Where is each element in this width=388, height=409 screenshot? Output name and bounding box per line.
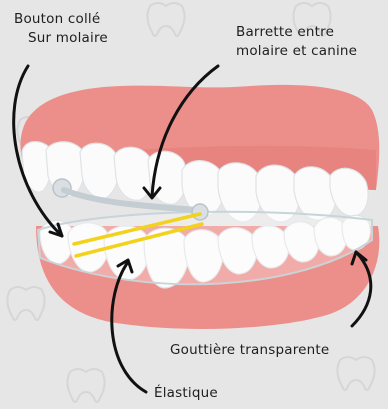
label-elastique-text: Élastique xyxy=(154,384,218,403)
label-barrette-line1: Barrette entre xyxy=(236,23,357,42)
label-gouttiere-transparente: Gouttière transparente xyxy=(170,341,329,360)
label-gouttiere-text: Gouttière transparente xyxy=(170,341,329,360)
label-barrette: Barrette entre molaire et canine xyxy=(236,23,357,61)
label-bouton-line1: Bouton collé xyxy=(14,10,108,29)
label-bouton-colle: Bouton collé Sur molaire xyxy=(14,10,108,48)
label-barrette-line2: molaire et canine xyxy=(236,42,357,61)
label-bouton-line2: Sur molaire xyxy=(14,29,108,48)
canine-button xyxy=(192,204,208,220)
label-elastique: Élastique xyxy=(154,384,218,403)
